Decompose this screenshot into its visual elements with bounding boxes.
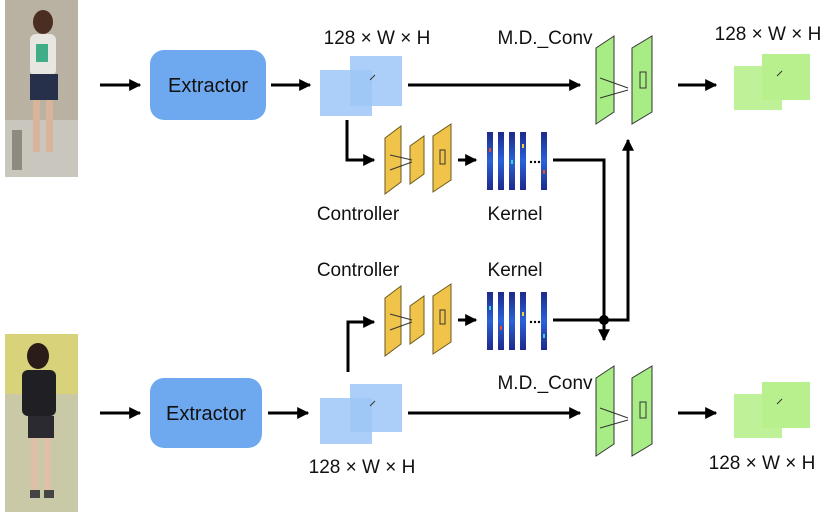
person-image-top bbox=[5, 0, 78, 177]
mdconv-block-bottom bbox=[595, 365, 653, 457]
kernel-block-bottom bbox=[487, 292, 547, 350]
extractor-label-top: Extractor bbox=[168, 75, 248, 97]
mdconv-label-top: M.D._Conv bbox=[497, 28, 593, 49]
arrow-feature-to-controller-bottom bbox=[346, 316, 376, 372]
arrow-feature-to-controller-top bbox=[345, 120, 376, 166]
output-map-bottom bbox=[734, 382, 810, 438]
mdconv-block-top bbox=[595, 35, 653, 125]
extractor-box-top bbox=[150, 50, 266, 120]
kernel-label-top: Kernel bbox=[488, 204, 543, 225]
controller-label-bottom: Controller bbox=[317, 260, 400, 281]
arrow-kernel-top-to-mdconv-bottom bbox=[553, 158, 610, 342]
junction-dot bbox=[599, 315, 609, 325]
output-label-top: 128 × W × H bbox=[715, 24, 822, 45]
extractor-label-bottom: Extractor bbox=[166, 403, 246, 425]
extractor-box-bottom bbox=[150, 378, 262, 448]
controller-block-bottom bbox=[384, 283, 452, 357]
feature-map-bottom bbox=[320, 384, 402, 444]
output-map-top bbox=[734, 54, 810, 110]
mdconv-label-bottom: M.D._Conv bbox=[497, 373, 593, 394]
arrow-kernel-bottom-to-mdconv-top bbox=[553, 138, 634, 322]
controller-block-top bbox=[384, 123, 452, 195]
kernel-label-bottom: Kernel bbox=[488, 260, 543, 281]
kernel-block-top bbox=[487, 132, 547, 190]
output-label-bottom: 128 × W × H bbox=[709, 453, 816, 474]
person-image-bottom bbox=[5, 334, 78, 512]
controller-label-top: Controller bbox=[317, 204, 400, 225]
feature-label-bottom: 128 × W × H bbox=[309, 457, 416, 478]
feature-map-top bbox=[320, 56, 402, 116]
feature-label-top: 128 × W × H bbox=[324, 28, 431, 49]
